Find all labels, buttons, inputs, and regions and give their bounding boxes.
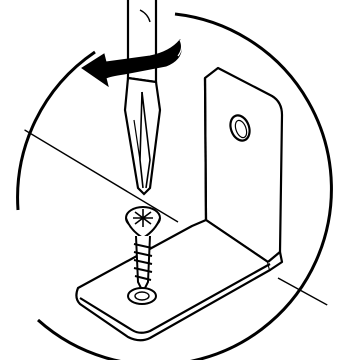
floor-back-edge [278, 278, 351, 318]
l-shaped-mounting-bracket [76, 68, 282, 340]
bracket-countersunk-hole [128, 288, 156, 304]
magnifier-circle-left-arc [18, 52, 95, 210]
screwdriver [125, 0, 160, 194]
